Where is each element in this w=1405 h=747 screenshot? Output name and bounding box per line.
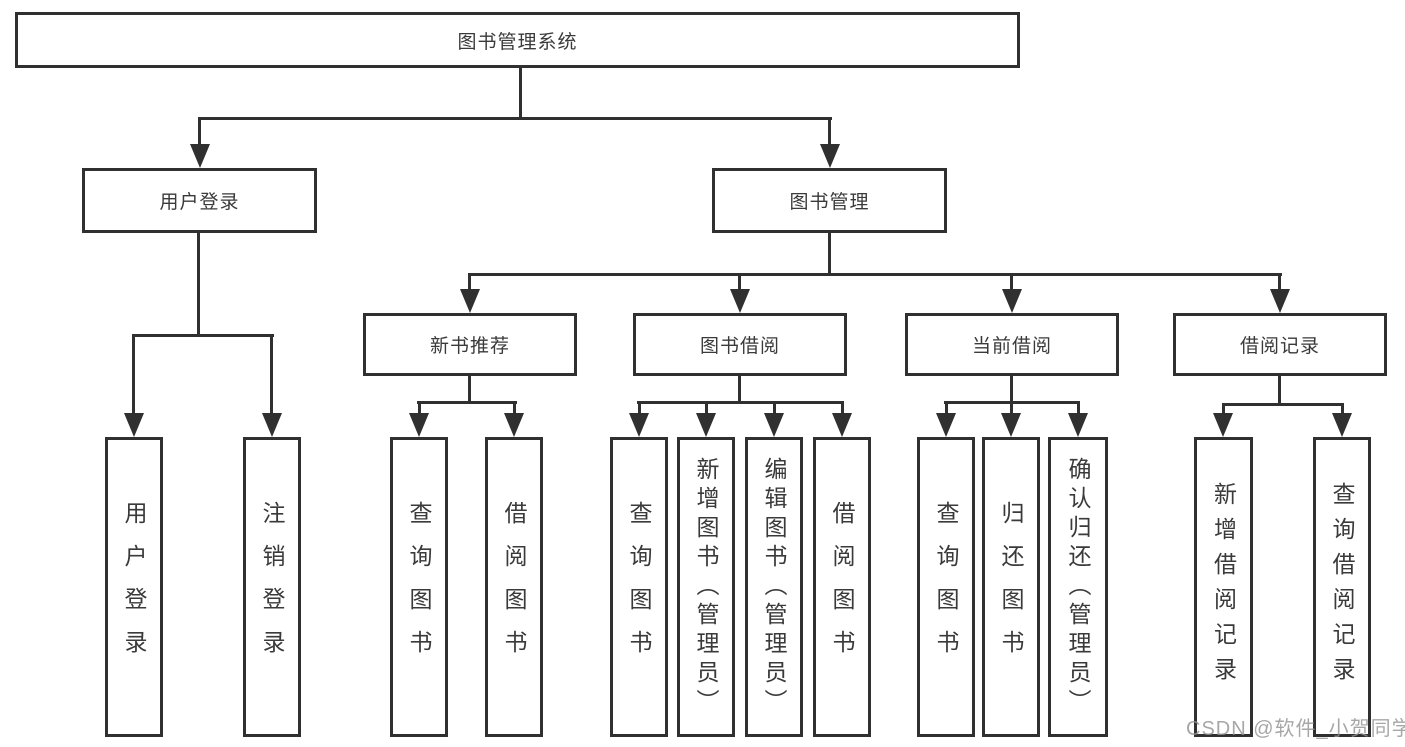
arrow-down-icon (730, 289, 750, 313)
node-leaf-confirm-return-admin: 确认归还（管理员） (1048, 437, 1108, 737)
arrow-down-icon (936, 413, 956, 437)
connector-line (738, 374, 741, 404)
connector-line (417, 401, 517, 404)
connector-line (468, 374, 471, 404)
arrow-down-icon (190, 144, 210, 168)
connector-line (519, 66, 522, 119)
node-leaf-edit-books-admin: 编辑图书（管理员） (745, 437, 803, 737)
arrow-down-icon (409, 413, 429, 437)
arrow-down-icon (1213, 413, 1233, 437)
node-book-management: 图书管理 (712, 168, 947, 233)
arrow-down-icon (1001, 413, 1021, 437)
connector-line (468, 273, 471, 291)
connector-line (738, 273, 741, 291)
arrow-down-icon (1332, 413, 1352, 437)
connector-line (132, 334, 274, 337)
node-new-book-recommend: 新书推荐 (363, 313, 577, 376)
connector-line (828, 117, 831, 146)
connector-line (1010, 374, 1013, 404)
connector-line (198, 117, 201, 146)
node-user-login: 用户登录 (82, 168, 317, 233)
connector-line (705, 401, 708, 415)
arrow-down-icon (764, 413, 784, 437)
node-leaf-add-borrow-record: 新增借阅记录 (1194, 437, 1253, 737)
connector-line (638, 401, 641, 415)
connector-line (773, 401, 776, 415)
node-leaf-user-login: 用户登录 (105, 437, 163, 737)
connector-line (418, 401, 421, 415)
arrow-down-icon (1002, 289, 1022, 313)
connector-line (1077, 401, 1080, 415)
node-leaf-logout: 注销登录 (243, 437, 301, 737)
node-leaf-query-books: 查询图书 (610, 437, 668, 737)
connector-line (1222, 403, 1344, 406)
connector-line (198, 117, 832, 120)
node-book-borrow: 图书借阅 (633, 313, 847, 376)
node-leaf-borrow-books: 借阅图书 (485, 437, 543, 737)
connector-line (1278, 273, 1281, 291)
arrow-down-icon (629, 413, 649, 437)
node-leaf-query-borrow-record: 查询借阅记录 (1313, 437, 1371, 737)
node-leaf-query-books: 查询图书 (917, 437, 975, 737)
connector-line (637, 401, 844, 404)
connector-line (513, 401, 516, 415)
connector-line (945, 401, 948, 415)
node-current-borrow: 当前借阅 (905, 313, 1119, 376)
arrow-down-icon (820, 144, 840, 168)
connector-line (197, 231, 200, 337)
arrow-down-icon (504, 413, 524, 437)
arrow-down-icon (1270, 289, 1290, 313)
arrow-down-icon (832, 413, 852, 437)
connector-line (1341, 403, 1344, 415)
node-leaf-add-books-admin: 新增图书（管理员） (677, 437, 735, 737)
connector-line (1222, 403, 1225, 415)
arrow-down-icon (696, 413, 716, 437)
connector-line (132, 334, 135, 415)
node-leaf-borrow-books: 借阅图书 (813, 437, 871, 737)
connector-line (468, 273, 1282, 276)
arrow-down-icon (1068, 413, 1088, 437)
connector-line (841, 401, 844, 415)
node-leaf-return-books: 归还图书 (982, 437, 1040, 737)
arrow-down-icon (124, 413, 144, 437)
node-borrow-records: 借阅记录 (1173, 313, 1387, 376)
connector-line (1010, 273, 1013, 291)
connector-line (828, 231, 831, 276)
csdn-watermark: CSDN @软件_小贺同学 (1186, 718, 1405, 740)
node-leaf-query-books: 查询图书 (390, 437, 448, 737)
connector-line (1010, 401, 1013, 415)
arrow-down-icon (262, 413, 282, 437)
node-library-system: 图书管理系统 (15, 12, 1020, 68)
arrow-down-icon (460, 289, 480, 313)
connector-line (270, 334, 273, 415)
connector-line (1278, 374, 1281, 406)
